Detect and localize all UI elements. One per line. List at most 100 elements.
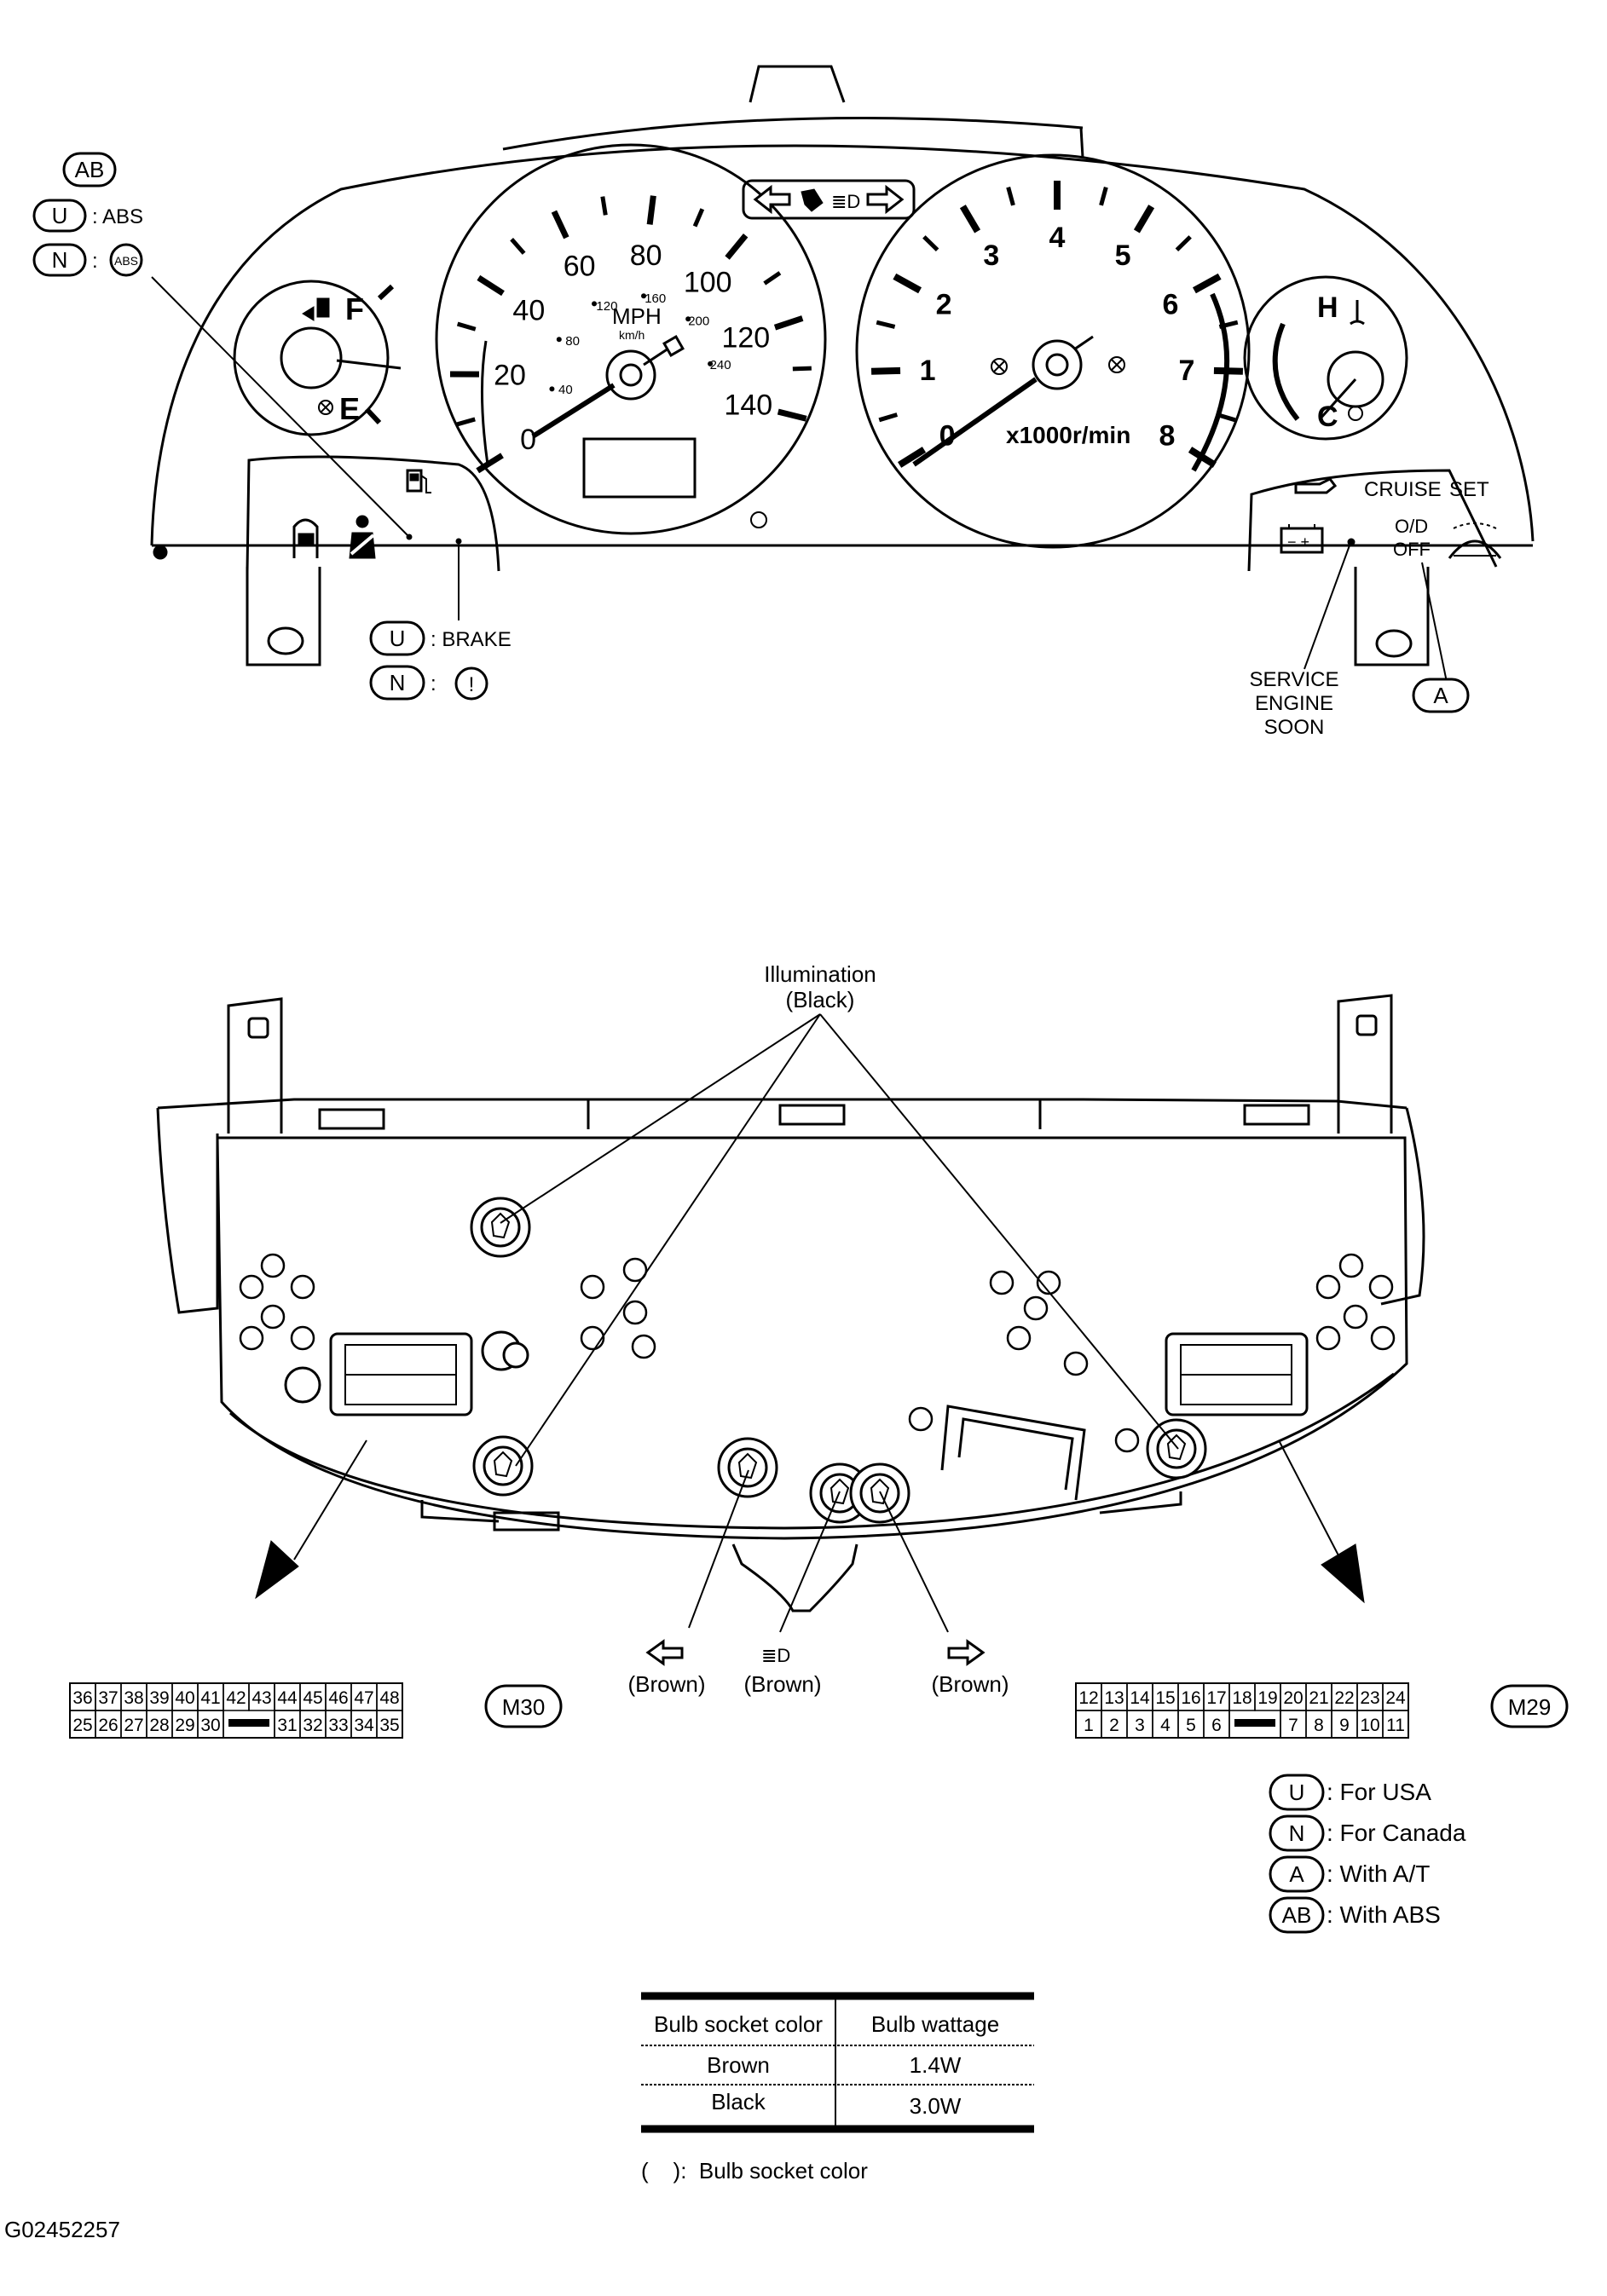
speedo-tick (456, 321, 477, 332)
connector-pin-label: 20 (1283, 1688, 1303, 1708)
tach-tick (922, 235, 939, 252)
turn-right-arrow-icon (866, 184, 905, 215)
rear-hole (260, 1253, 286, 1278)
rear-hole (989, 1270, 1014, 1295)
connector-pin-label: 42 (226, 1688, 246, 1708)
connector-pin-label: 23 (1360, 1688, 1379, 1708)
speedo-tick (792, 366, 812, 372)
rear-hole (1114, 1428, 1140, 1453)
abs-indicator-dot (406, 534, 413, 540)
connector-pin-label: 48 (379, 1688, 399, 1708)
connector-pin-label: 4 (1160, 1716, 1171, 1735)
service-engine-soon-line3: SOON (1264, 716, 1325, 739)
speedo-mph-label: 80 (630, 239, 662, 272)
connector-pin-label: 40 (175, 1688, 194, 1708)
meter-rear-view: Illumination (Black) (156, 961, 1425, 1697)
speedo-tick (510, 238, 526, 255)
rear-hole (1023, 1295, 1049, 1321)
legend-text: : For Canada (1327, 1820, 1466, 1846)
bulb-socket-note: ( ): Bulb socket color (641, 2158, 868, 2184)
speedo-kmh-label: 200 (688, 314, 709, 329)
coolant-temp-icon (1350, 300, 1365, 326)
tach-unit-label: x1000r/min (1006, 422, 1130, 448)
washer-fluid-icon (1448, 522, 1502, 559)
tach-label: 5 (1115, 239, 1131, 272)
rear-hole (580, 1325, 605, 1351)
rear-hole (502, 1341, 529, 1369)
speedo-kmh-label: 120 (596, 299, 617, 314)
door-ajar-icon (292, 518, 319, 558)
abs-icon-text: ABS (114, 254, 138, 268)
legend-item-at: A : With A/T (1269, 1855, 1430, 1893)
speedo-tick (777, 408, 807, 422)
speedo-tick (456, 417, 476, 427)
tach-tick (876, 320, 896, 329)
connector-pin-label: 46 (328, 1688, 348, 1708)
connector-pin-label: 1 (1084, 1716, 1094, 1735)
speedo-kmh-label: 160 (645, 291, 666, 306)
temp-hot-label: H (1317, 291, 1338, 324)
connector-pin-label: 16 (1181, 1688, 1200, 1708)
fuel-full-label: F (345, 291, 364, 326)
arrow-to-m29 (1321, 1543, 1365, 1604)
speedo-kmh-dot (685, 316, 691, 322)
connector-pin-label: 33 (328, 1716, 348, 1735)
board-connector-right (1165, 1332, 1309, 1416)
rear-hole (580, 1274, 605, 1300)
rear-hole (1036, 1270, 1061, 1295)
tach-label: 8 (1159, 420, 1175, 453)
tach-tick (898, 447, 927, 468)
mount-hole-right (1375, 629, 1413, 658)
connector-pin-label: 10 (1360, 1716, 1379, 1735)
rear-hole (1343, 1304, 1368, 1330)
speedo-kmh-label: 40 (558, 383, 573, 397)
temp-cold-label: C (1317, 401, 1338, 433)
tach-label: 6 (1162, 288, 1178, 320)
speedo-kmh-dot (556, 337, 562, 343)
connector-key (228, 1719, 269, 1727)
connector-pin-label: 34 (354, 1716, 374, 1735)
left-warning-icons (292, 469, 462, 559)
connector-pin-label: 13 (1104, 1688, 1124, 1708)
illumination-socket (472, 1435, 534, 1497)
legend-item-abs: AB : With ABS (1269, 1896, 1441, 1934)
illumination-label: Illumination (764, 961, 876, 987)
illumination-color-label: (Black) (786, 987, 855, 1012)
tach-label: 2 (936, 288, 952, 320)
u-brake-badge: U (390, 626, 406, 651)
cruise-label: CRUISE (1364, 478, 1442, 501)
connector-pin-label: 15 (1155, 1688, 1175, 1708)
brake-indicator-dot (455, 538, 462, 545)
connector-pin-label: 11 (1386, 1716, 1405, 1735)
m29-name: M29 (1508, 1694, 1552, 1720)
bezel-screw-dot (153, 545, 168, 560)
speedo-tick (477, 274, 505, 297)
legend-badge: A (1289, 1861, 1304, 1887)
high-beam-bulb-icon: ≣D (761, 1645, 790, 1666)
rear-hole (622, 1257, 648, 1283)
speedo-mph-label: 100 (684, 266, 732, 298)
connector-key (1234, 1719, 1275, 1727)
off-label: OFF (1393, 539, 1431, 560)
connector-pin-label: 47 (354, 1688, 373, 1708)
illumination-socket (470, 1197, 531, 1258)
rear-hole (1338, 1253, 1364, 1278)
speedo-tick (763, 271, 782, 286)
tach-tick (959, 205, 981, 234)
board-connector-left (329, 1332, 473, 1416)
u-brake-text: : BRAKE (431, 628, 512, 651)
connector-pin-label: 24 (1385, 1688, 1406, 1708)
rear-hole (631, 1334, 656, 1359)
rear-hole (260, 1304, 286, 1330)
connector-pin-label: 30 (200, 1716, 220, 1735)
legend-text: : With ABS (1327, 1901, 1441, 1928)
connector-pin-label: 3 (1135, 1716, 1145, 1735)
odometer-display (582, 437, 697, 499)
connector-pin-label: 45 (303, 1688, 322, 1708)
rear-hole (239, 1274, 264, 1300)
speedo-tick (551, 210, 569, 239)
speedo-tick (692, 208, 705, 228)
speedo-kmh-dot (708, 361, 714, 366)
tach-tick (893, 273, 922, 294)
